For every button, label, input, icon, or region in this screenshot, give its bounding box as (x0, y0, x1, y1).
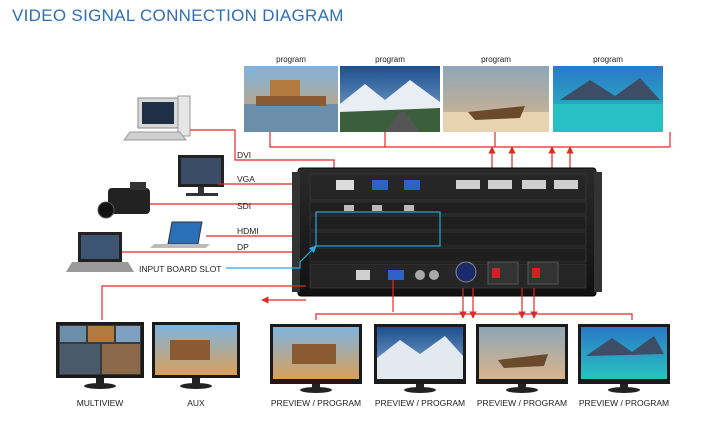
program-screen-2 (340, 66, 440, 132)
input-label-dvi: DVI (237, 150, 251, 160)
monitor-label-preview-2: PREVIEW / PROGRAM (375, 398, 465, 408)
aux-monitor (152, 322, 240, 389)
preview-program-monitor-2 (374, 324, 466, 393)
program-label-3: program (481, 55, 511, 64)
input-label-hdmi: HDMI (237, 226, 259, 236)
input-label-dp: DP (237, 242, 249, 252)
multiview-monitor (56, 322, 144, 389)
preview-program-monitor-4 (578, 324, 670, 393)
laptop-icon (66, 232, 134, 272)
monitor-label-aux: AUX (187, 398, 205, 408)
video-camera-icon (97, 182, 150, 219)
diagram-title: VIDEO SIGNAL CONNECTION DIAGRAM (12, 6, 344, 25)
monitor-label-multiview: MULTIVIEW (77, 398, 124, 408)
program-label-2: program (375, 55, 405, 64)
tablet-laptop-icon (150, 221, 210, 248)
desktop-pc-icon (123, 95, 191, 141)
program-label-4: program (593, 55, 623, 64)
monitor-label-preview-3: PREVIEW / PROGRAM (477, 398, 567, 408)
preview-program-monitor-3 (476, 324, 568, 393)
lcd-monitor-icon (178, 155, 224, 196)
program-output-lines (269, 132, 671, 168)
preview-program-monitor-1 (270, 324, 362, 393)
video-processor-chassis (292, 167, 602, 297)
program-screen-4 (553, 66, 663, 132)
input-label-sdi: SDI (237, 201, 251, 211)
program-screens: program program program program (244, 55, 663, 132)
program-label-1: program (276, 55, 306, 64)
program-screen-1 (244, 66, 338, 132)
input-label-vga: VGA (237, 174, 255, 184)
monitor-label-preview-1: PREVIEW / PROGRAM (271, 398, 361, 408)
input-slot-indicator (226, 211, 441, 269)
program-screen-3 (443, 66, 549, 132)
bottom-output-lines (101, 280, 633, 320)
input-board-slot-label: INPUT BOARD SLOT (139, 264, 222, 274)
monitor-label-preview-4: PREVIEW / PROGRAM (579, 398, 669, 408)
